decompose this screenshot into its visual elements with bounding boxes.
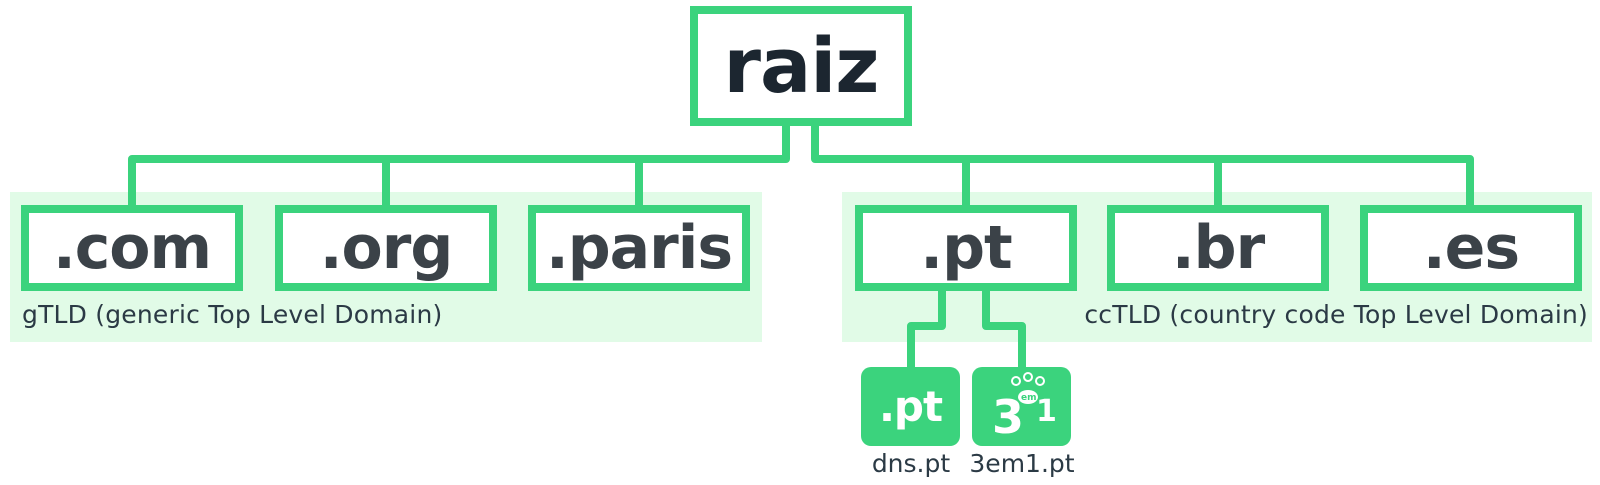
connector-root-to-gtld (128, 122, 790, 209)
tld-node-label: .pt (920, 213, 1012, 283)
tld-node-org: .org (275, 205, 497, 291)
tld-node-es: .es (1360, 205, 1582, 291)
tld-node-br: .br (1107, 205, 1329, 291)
svg-text:em: em (1021, 393, 1036, 403)
cctld-caption: ccTLD (country code Top Level Domain) (1084, 300, 1588, 329)
dns-pt-logo-icon: .pt (861, 367, 960, 446)
root-node: raiz (690, 6, 912, 126)
tld-node-label: .org (319, 213, 454, 283)
tld-node-com: .com (21, 205, 243, 291)
dns-pt-caption: dns.pt (871, 449, 951, 478)
svg-text:1: 1 (1036, 394, 1057, 429)
tld-node-label: .br (1171, 213, 1265, 283)
tld-node-paris: .paris (528, 205, 750, 291)
dns-pt-logo-text: .pt (878, 382, 943, 431)
tld-node-label: .com (52, 213, 212, 283)
connector-pt-3em1 (982, 287, 1026, 371)
3em1-logo-icon: 3em1 3 em 1 (972, 367, 1071, 446)
root-node-label: raiz (723, 21, 879, 110)
tld-node-pt: .pt (855, 205, 1077, 291)
3em1-caption: 3em1.pt (969, 449, 1075, 478)
connector-pt-dnspt (907, 287, 946, 371)
3em1-logo-graphic: 3em1 3 em 1 (992, 372, 1057, 444)
gtld-caption: gTLD (generic Top Level Domain) (22, 300, 443, 329)
tld-node-label: .es (1422, 213, 1520, 283)
connector-root-to-cctld (811, 122, 1474, 209)
tld-node-label: .paris (545, 213, 733, 283)
